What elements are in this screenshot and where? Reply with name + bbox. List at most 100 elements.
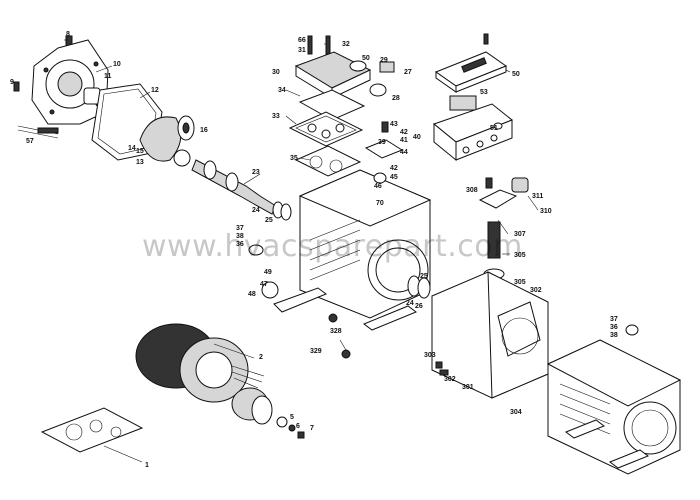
watermark: www.hvacsparepart.com xyxy=(142,229,523,264)
cylinder-head-stack xyxy=(288,35,395,177)
callout-307: 307 xyxy=(514,231,526,238)
end-cover-bore xyxy=(57,71,83,97)
module-53 xyxy=(449,95,477,111)
callout-35: 35 xyxy=(290,155,298,162)
callout-57: 57 xyxy=(26,138,34,145)
rotor-face xyxy=(251,395,273,425)
callout-50a: 50 xyxy=(362,55,370,62)
heater-57 xyxy=(37,127,59,134)
fin xyxy=(309,229,361,251)
rear-housing-bore-inner xyxy=(631,409,669,447)
callout-6: 6 xyxy=(296,423,300,430)
callout-33: 33 xyxy=(272,113,280,120)
bushing-25b xyxy=(417,277,431,299)
fin xyxy=(559,393,611,415)
callout-45: 45 xyxy=(390,174,398,181)
callout-30: 30 xyxy=(272,69,280,76)
cover-bolt-hole xyxy=(49,109,55,115)
rear-housing xyxy=(546,324,682,475)
bolt-7 xyxy=(297,431,305,439)
callout-302a: 302 xyxy=(530,287,542,294)
callout-23: 23 xyxy=(252,169,260,176)
callout-37a: 37 xyxy=(236,225,244,232)
plug-329 xyxy=(341,349,351,359)
valve-port xyxy=(307,123,317,133)
callout-310: 310 xyxy=(540,208,552,215)
crankcase-top xyxy=(298,169,432,227)
bolt-302 xyxy=(439,369,449,376)
gasket-set xyxy=(40,407,144,453)
valve-plate-33-inner xyxy=(295,115,357,143)
leader-12 xyxy=(139,91,151,99)
callout-53: 53 xyxy=(480,89,488,96)
oil-pump-assembly xyxy=(139,115,195,167)
fitting-38 xyxy=(625,324,639,336)
valve-stack xyxy=(364,121,404,184)
plug-328 xyxy=(328,313,338,323)
valve-port xyxy=(321,129,331,139)
fin xyxy=(559,383,611,405)
callout-37b: 37 xyxy=(610,316,618,323)
fin xyxy=(559,403,611,425)
callout-9: 9 xyxy=(10,79,14,86)
ring-14 xyxy=(173,149,191,167)
fin xyxy=(309,259,361,281)
gasket-35-port xyxy=(329,159,343,173)
callout-48: 48 xyxy=(248,291,256,298)
sight-glass-47 xyxy=(261,281,279,299)
fitting-43 xyxy=(381,121,389,133)
gasket-kit-ring xyxy=(65,423,83,441)
crank-web xyxy=(225,172,239,192)
terminal-box-assembly xyxy=(432,33,513,162)
callout-51: 51 xyxy=(490,125,498,132)
leader-10 xyxy=(95,65,113,73)
terminal-base-front xyxy=(455,119,513,161)
callout-25a: 25 xyxy=(265,217,273,224)
leader-35 xyxy=(299,157,311,161)
rear-foot xyxy=(608,449,650,469)
bolt-9 xyxy=(13,81,20,92)
crank-web xyxy=(203,160,217,180)
fitting-49 xyxy=(248,244,264,256)
callout-29: 29 xyxy=(380,57,388,64)
bushing-25 xyxy=(280,203,292,221)
callout-44: 44 xyxy=(400,149,408,156)
callout-24a: 24 xyxy=(252,207,260,214)
callout-10: 10 xyxy=(113,61,121,68)
valve-311 xyxy=(511,177,529,193)
callout-5: 5 xyxy=(290,414,294,421)
leader-1 xyxy=(103,445,143,463)
callout-49: 49 xyxy=(264,269,272,276)
callout-66: 66 xyxy=(298,37,306,44)
callout-39: 39 xyxy=(378,139,386,146)
leader-310 xyxy=(527,195,539,211)
end-cover-assembly xyxy=(13,35,163,161)
fin xyxy=(309,249,361,271)
rear-foot xyxy=(564,419,606,439)
motor-housing xyxy=(431,271,549,399)
callout-27: 27 xyxy=(404,69,412,76)
leader-307 xyxy=(497,219,509,235)
callout-2: 2 xyxy=(259,354,263,361)
callout-36b: 36 xyxy=(610,324,618,331)
callout-301: 301 xyxy=(462,384,474,391)
fin xyxy=(309,239,361,261)
valve-27 xyxy=(379,61,395,73)
gasket-kit-ring xyxy=(110,426,122,438)
callout-12: 12 xyxy=(151,87,159,94)
leader-23 xyxy=(243,173,261,185)
gasket-35 xyxy=(294,145,362,177)
oil-pump-13 xyxy=(139,116,182,162)
valve-plate-33 xyxy=(288,111,364,147)
callout-1: 1 xyxy=(145,462,149,469)
callout-16: 16 xyxy=(200,127,208,134)
washer-5 xyxy=(276,416,288,428)
callout-38b: 38 xyxy=(610,332,618,339)
flange-310 xyxy=(478,189,518,209)
callout-311: 311 xyxy=(532,193,543,200)
callout-305b: 305 xyxy=(514,279,526,286)
knockout xyxy=(462,146,470,154)
callout-302b: 302 xyxy=(444,376,456,383)
callout-7: 7 xyxy=(310,425,314,432)
